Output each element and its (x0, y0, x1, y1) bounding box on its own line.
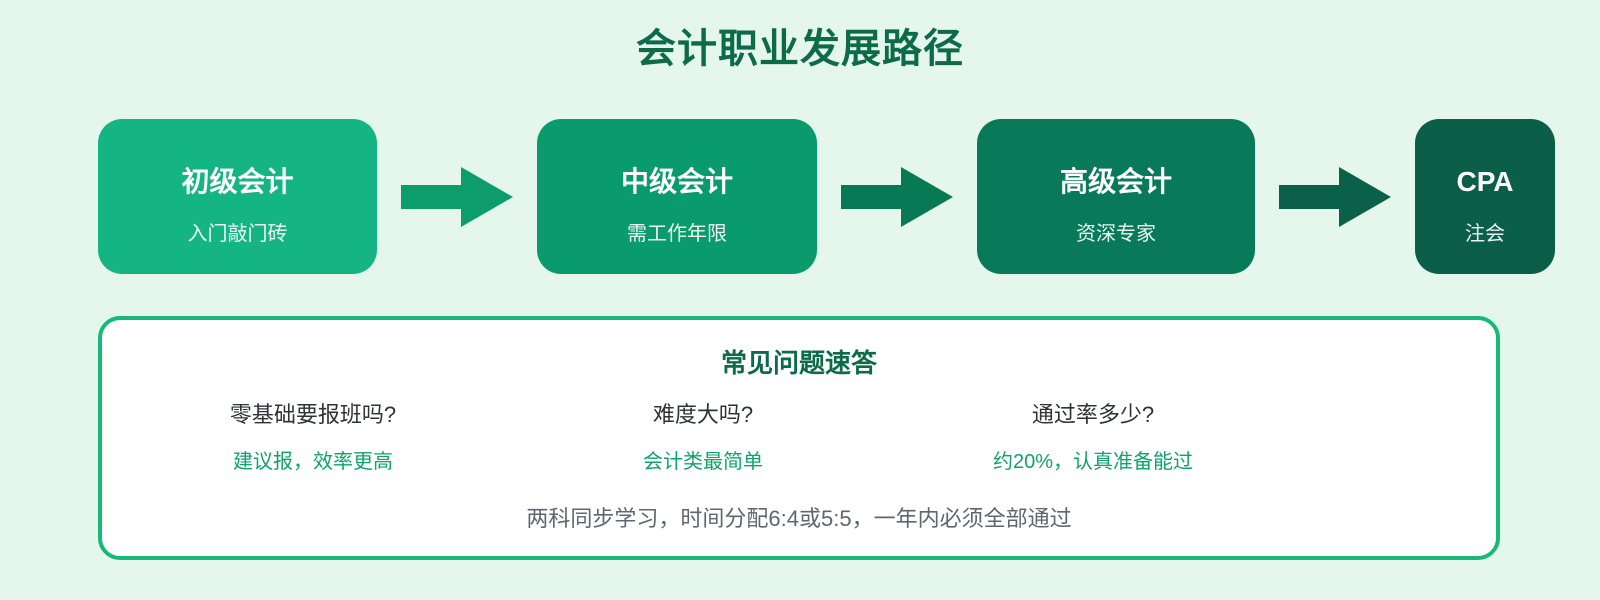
stage-subtitle: 资深专家 (1076, 222, 1156, 245)
arrow-right-icon (841, 166, 953, 227)
stage-card-cpa: CPA 注会 (1415, 119, 1555, 274)
career-path-flow: 初级会计 入门敲门砖 中级会计 需工作年限 高级会计 资深专家 CPA 注会 (98, 119, 1600, 274)
faq-answer: 建议报，效率更高 (233, 451, 393, 473)
faq-row: 零基础要报班吗? 建议报，效率更高 难度大吗? 会计类最简单 通过率多少? 约2… (102, 402, 1496, 474)
faq-answer: 会计类最简单 (643, 451, 763, 473)
faq-item: 零基础要报班吗? 建议报，效率更高 (118, 402, 508, 474)
faq-item: 难度大吗? 会计类最简单 (508, 402, 898, 474)
stage-subtitle: 注会 (1465, 222, 1505, 245)
stage-card-intermediate: 中级会计 需工作年限 (537, 119, 817, 274)
faq-question: 零基础要报班吗? (229, 402, 397, 427)
stage-subtitle: 入门敲门砖 (187, 222, 288, 245)
stage-subtitle: 需工作年限 (627, 222, 727, 245)
stage-card-junior: 初级会计 入门敲门砖 (98, 119, 377, 274)
stage-title: 中级会计 (620, 165, 733, 197)
faq-panel-title: 常见问题速答 (720, 348, 877, 378)
faq-panel: 常见问题速答 零基础要报班吗? 建议报，效率更高 难度大吗? 会计类最简单 通过… (98, 316, 1500, 560)
stage-title: 高级会计 (1059, 165, 1172, 197)
faq-question: 通过率多少? (1031, 402, 1155, 427)
arrow-right-icon (1279, 166, 1391, 227)
faq-question: 难度大吗? (652, 402, 754, 427)
faq-item: 通过率多少? 约20%，认真准备能过 (898, 402, 1288, 474)
faq-note: 两科同步学习，时间分配6:4或5:5，一年内必须全部通过 (526, 506, 1072, 531)
stage-title: 初级会计 (181, 165, 294, 197)
arrow-right-icon (401, 166, 513, 227)
stage-title: CPA (1456, 165, 1514, 197)
faq-answer: 约20%，认真准备能过 (992, 451, 1194, 473)
page-title: 会计职业发展路径 (636, 27, 964, 71)
stage-card-senior: 高级会计 资深专家 (977, 119, 1255, 274)
